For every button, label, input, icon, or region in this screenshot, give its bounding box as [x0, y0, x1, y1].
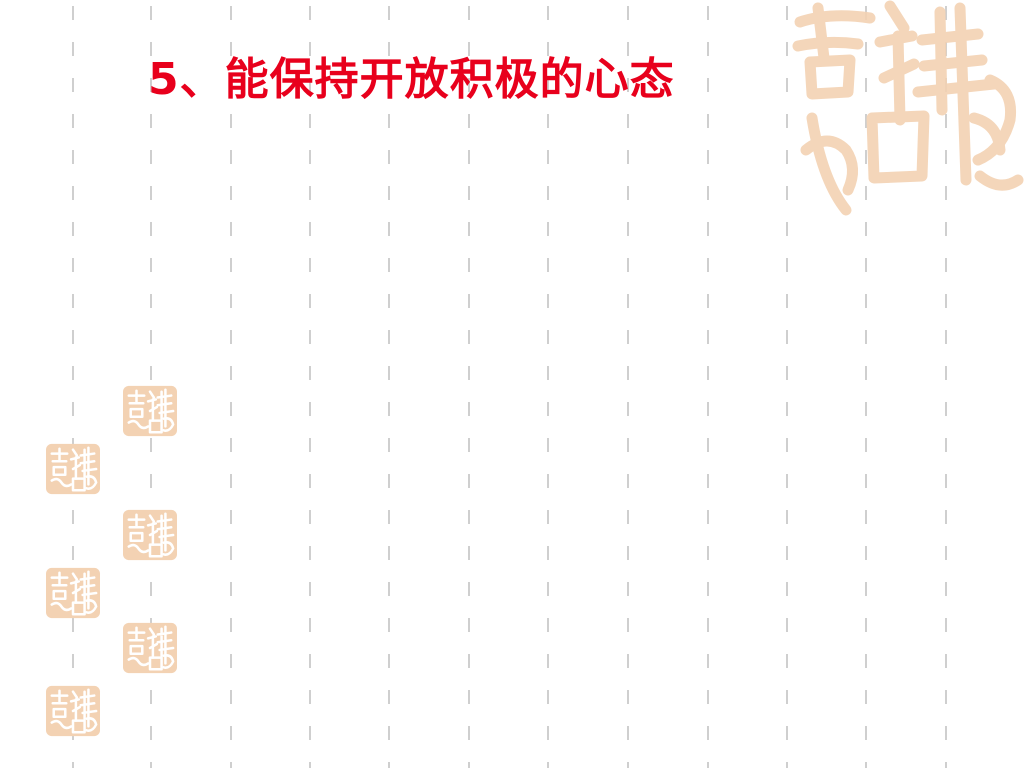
- seal-stamp-group: [44, 384, 179, 738]
- slide-title: 5、能保持开放积极的心态: [148, 54, 675, 105]
- auspicious-seal-icon: [121, 621, 179, 675]
- auspicious-seal-icon: [44, 566, 102, 620]
- auspicious-seal-icon: [44, 442, 102, 496]
- auspicious-calligraphy-watermark-icon: [792, 0, 1024, 216]
- auspicious-seal-icon: [44, 684, 102, 738]
- auspicious-seal-icon: [121, 508, 179, 562]
- auspicious-seal-icon: [121, 384, 179, 438]
